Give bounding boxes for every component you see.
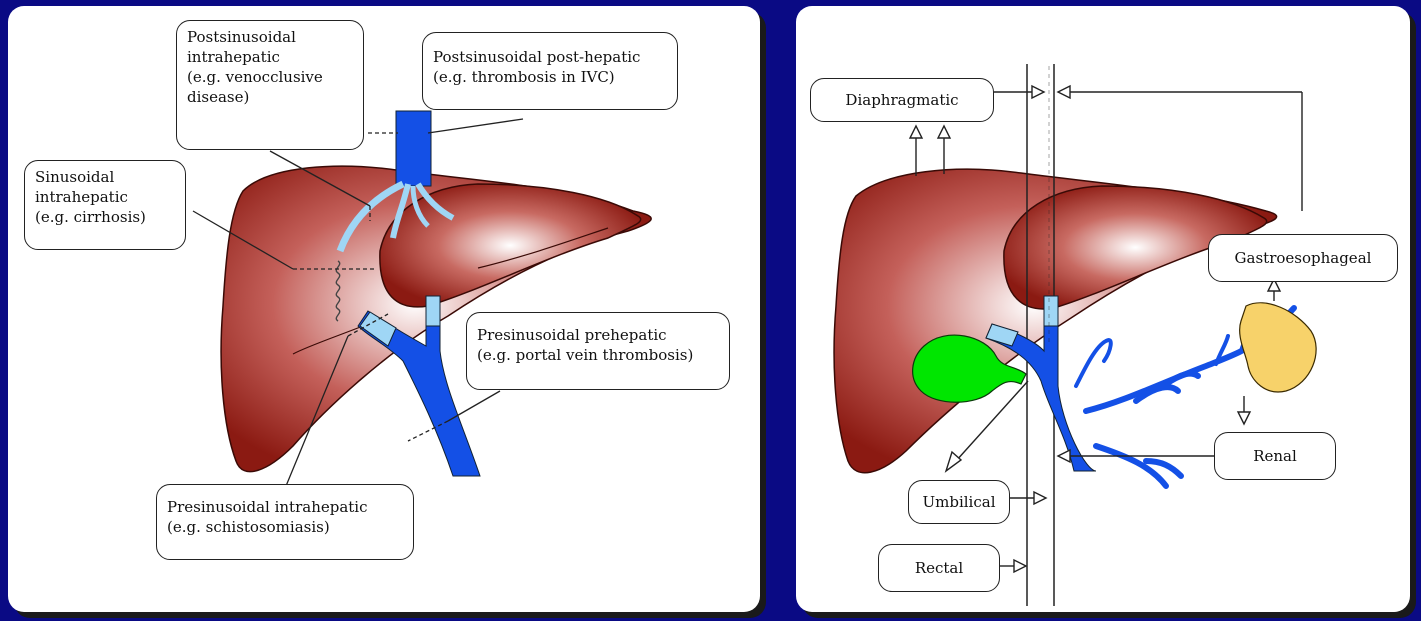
label-presinusoidal-intrahepatic: Presinusoidal intrahepatic (e.g. schisto…: [156, 484, 414, 560]
label-gastroesophageal: Gastroesophageal: [1208, 234, 1398, 282]
left-panel-portal-hypertension-sites: Postsinusoidal intrahepatic (e.g. venocc…: [8, 6, 760, 612]
label-sinusoidal-intrahepatic: Sinusoidal intrahepatic (e.g. cirrhosis): [24, 160, 186, 250]
label-presinusoidal-prehepatic: Presinusoidal prehepatic (e.g. portal ve…: [466, 312, 730, 390]
label-diaphragmatic: Diaphragmatic: [810, 78, 994, 122]
liver-right-lobe: [380, 184, 641, 307]
spleen: [1240, 303, 1317, 392]
label-postsinusoidal-intrahepatic: Postsinusoidal intrahepatic (e.g. venocc…: [176, 20, 364, 150]
label-postsinusoidal-posthepatic: Postsinusoidal post-hepatic (e.g. thromb…: [422, 32, 678, 110]
label-rectal: Rectal: [878, 544, 1000, 592]
label-umbilical: Umbilical: [908, 480, 1010, 524]
label-renal: Renal: [1214, 432, 1336, 480]
right-panel-portosystemic-collaterals: Diaphragmatic Gastroesophageal Renal Umb…: [796, 6, 1410, 612]
ivc-vessel: [396, 111, 431, 186]
